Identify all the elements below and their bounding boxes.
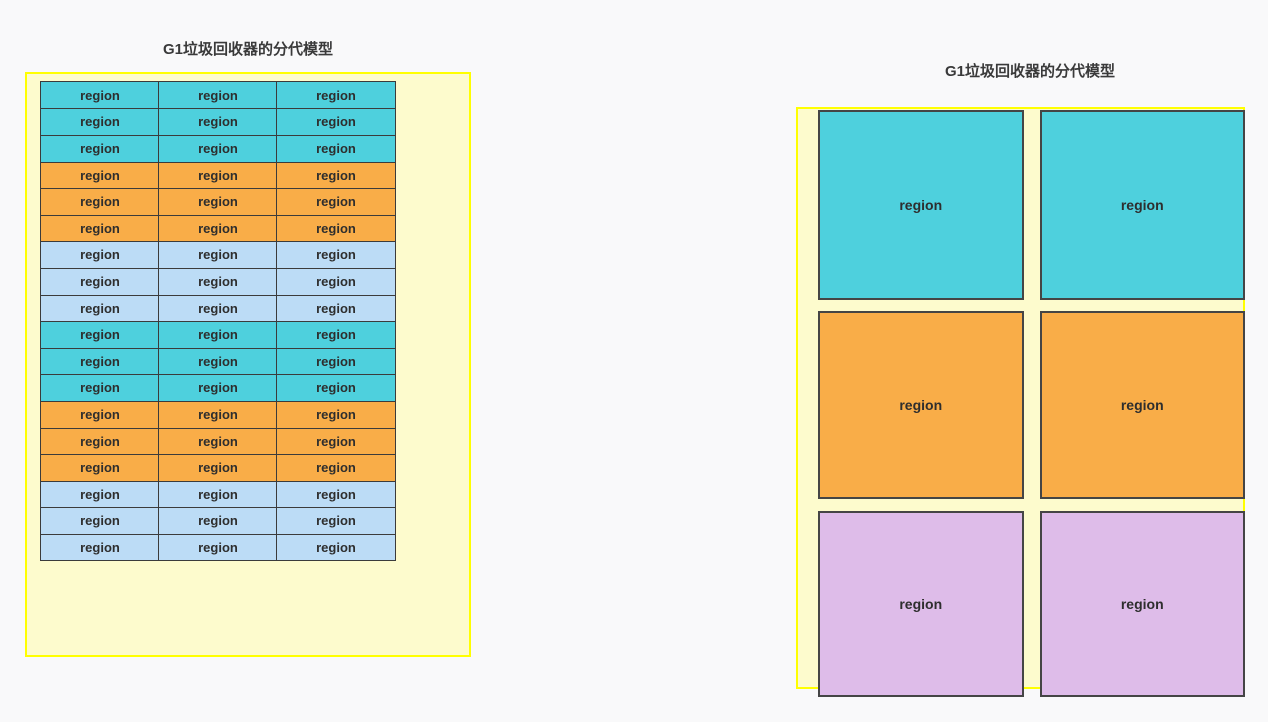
- region-cell[interactable]: region: [158, 506, 278, 535]
- region-cell[interactable]: region: [40, 320, 160, 349]
- region-cell[interactable]: region: [276, 107, 396, 136]
- region-cell[interactable]: region: [276, 187, 396, 216]
- region-cell[interactable]: region: [158, 373, 278, 402]
- region-cell[interactable]: region: [276, 480, 396, 509]
- region-cell[interactable]: region: [158, 426, 278, 456]
- region-box[interactable]: region: [1039, 511, 1245, 697]
- region-cell[interactable]: region: [158, 293, 278, 323]
- region-box[interactable]: region: [818, 110, 1024, 300]
- region-cell[interactable]: region: [40, 293, 160, 323]
- region-cell[interactable]: region: [158, 160, 278, 190]
- region-cell[interactable]: region: [40, 480, 160, 509]
- region-cell[interactable]: region: [158, 453, 278, 482]
- region-cell[interactable]: region: [40, 426, 160, 456]
- region-cell[interactable]: region: [276, 160, 396, 190]
- region-cell[interactable]: region: [158, 214, 278, 243]
- region-cell[interactable]: region: [40, 81, 160, 110]
- region-cell[interactable]: region: [158, 320, 278, 349]
- region-cell[interactable]: region: [158, 533, 278, 562]
- region-cell[interactable]: region: [276, 134, 396, 163]
- region-cell[interactable]: region: [158, 107, 278, 136]
- region-cell[interactable]: region: [158, 347, 278, 376]
- region-cell[interactable]: region: [276, 373, 396, 402]
- region-cell[interactable]: region: [276, 506, 396, 535]
- region-cell[interactable]: region: [276, 214, 396, 243]
- region-cell[interactable]: region: [276, 400, 396, 429]
- region-cell[interactable]: region: [276, 453, 396, 482]
- region-cell[interactable]: region: [40, 187, 160, 216]
- region-cell[interactable]: region: [158, 81, 278, 110]
- region-cell[interactable]: region: [276, 293, 396, 323]
- region-box[interactable]: region: [818, 311, 1024, 499]
- region-cell[interactable]: region: [276, 347, 396, 376]
- region-cell[interactable]: region: [40, 240, 160, 269]
- region-cell[interactable]: region: [276, 426, 396, 456]
- region-cell[interactable]: region: [158, 267, 278, 296]
- region-box[interactable]: region: [1039, 311, 1245, 499]
- region-cell[interactable]: region: [276, 81, 396, 110]
- region-cell[interactable]: region: [40, 373, 160, 402]
- region-cell[interactable]: region: [40, 347, 160, 376]
- region-cell[interactable]: region: [276, 320, 396, 349]
- region-box[interactable]: region: [1039, 110, 1245, 300]
- region-cell[interactable]: region: [40, 267, 160, 296]
- region-cell[interactable]: region: [40, 214, 160, 243]
- region-cell[interactable]: region: [158, 134, 278, 163]
- region-cell[interactable]: region: [40, 107, 160, 136]
- region-cell[interactable]: region: [158, 480, 278, 509]
- region-cell[interactable]: region: [276, 240, 396, 269]
- region-cell[interactable]: region: [158, 400, 278, 429]
- region-cell[interactable]: region: [40, 160, 160, 190]
- region-cell[interactable]: region: [40, 400, 160, 429]
- region-cell[interactable]: region: [276, 267, 396, 296]
- region-cell[interactable]: region: [158, 187, 278, 216]
- region-cell[interactable]: region: [158, 240, 278, 269]
- region-cell[interactable]: region: [40, 134, 160, 163]
- region-cell[interactable]: region: [276, 533, 396, 562]
- region-cell[interactable]: region: [40, 453, 160, 482]
- region-cell[interactable]: region: [40, 533, 160, 562]
- region-box[interactable]: region: [818, 511, 1024, 697]
- left-panel-title: G1垃圾回收器的分代模型: [162, 41, 333, 58]
- region-cell[interactable]: region: [40, 506, 160, 535]
- right-panel-title: G1垃圾回收器的分代模型: [944, 63, 1115, 80]
